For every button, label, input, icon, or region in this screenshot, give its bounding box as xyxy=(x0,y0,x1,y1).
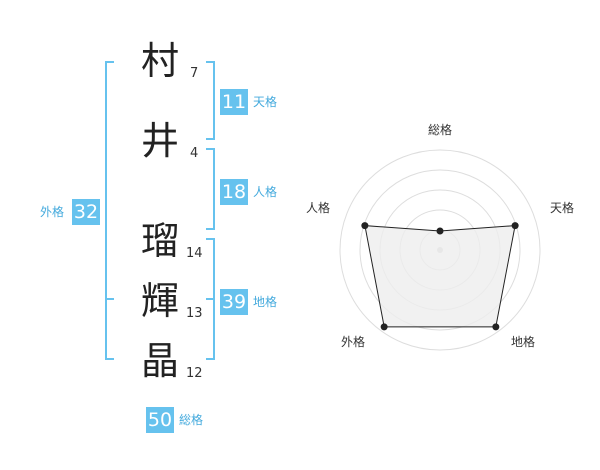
gaikaku-bracket xyxy=(105,61,114,360)
stroke-count-5: 12 xyxy=(186,366,203,381)
tenkaku-bracket xyxy=(206,61,215,140)
radar-point-2 xyxy=(511,222,519,230)
jinkaku-value: 18 xyxy=(220,179,248,205)
gaikaku-value: 32 xyxy=(72,199,100,225)
radar-point-3 xyxy=(492,323,500,331)
radar-label-jinkaku: 人格 xyxy=(306,201,331,215)
radar-label-soukaku: 総格 xyxy=(428,123,453,137)
stroke-count-3: 14 xyxy=(186,246,203,261)
stroke-count-2: 4 xyxy=(190,146,199,161)
radar-label-chikaku: 地格 xyxy=(511,335,536,349)
radar-ring xyxy=(339,149,541,351)
radar-label-tenkaku: 天格 xyxy=(550,201,575,215)
radar-point-1 xyxy=(436,227,444,235)
name-char-5: 晶 xyxy=(140,339,179,383)
radar-point-4 xyxy=(380,323,388,331)
stroke-count-1: 7 xyxy=(190,66,199,81)
name-char-1: 村 xyxy=(140,39,179,83)
jinkaku-label: 人格 xyxy=(253,185,278,199)
chikaku-value: 39 xyxy=(220,289,248,315)
tenkaku-label: 天格 xyxy=(253,95,278,109)
soukaku-value: 50 xyxy=(146,407,174,433)
name-char-4: 輝 xyxy=(140,279,179,323)
jinkaku-bracket xyxy=(206,148,215,230)
stroke-count-4: 13 xyxy=(186,306,203,321)
radar-label-gaikaku: 外格 xyxy=(341,335,366,349)
name-char-3: 瑠 xyxy=(140,219,179,263)
radar-ring xyxy=(359,169,521,331)
tenkaku-value: 11 xyxy=(220,89,248,115)
chikaku-label: 地格 xyxy=(253,295,278,309)
name-char-2: 井 xyxy=(140,119,179,163)
radar-point-5 xyxy=(361,222,369,230)
radar-shape xyxy=(364,225,516,328)
soukaku-label: 総格 xyxy=(179,413,204,427)
gaikaku-label: 外格 xyxy=(40,205,65,219)
